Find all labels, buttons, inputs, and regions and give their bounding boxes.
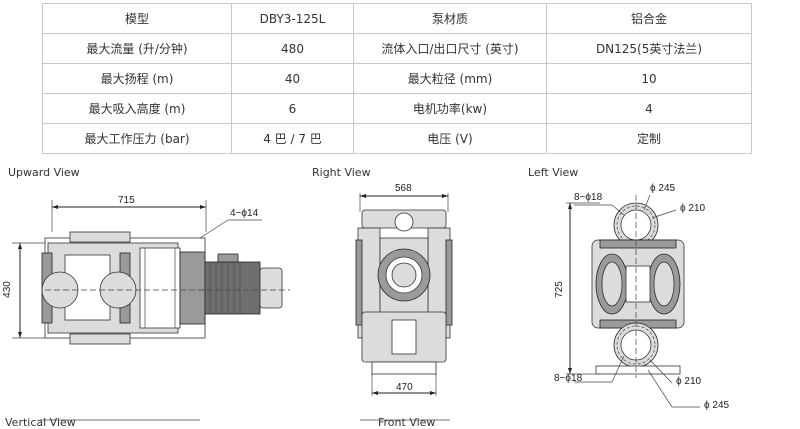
spec-cell: 最大吸入高度 (m) (42, 93, 232, 124)
spec-cell: 最大扬程 (m) (42, 63, 232, 94)
left-d210-top-dim: ϕ 210 (680, 203, 706, 214)
spec-cell: 10 (546, 63, 752, 94)
spec-row: 最大工作压力 (bar)4 巴 / 7 巴电压 (V)定制 (42, 123, 752, 154)
right-top-dim: 568 (395, 183, 412, 194)
spec-cell: DN125(5英寸法兰) (546, 33, 752, 64)
spec-cell: 4 (546, 93, 752, 124)
right-view-label: Right View (312, 166, 371, 179)
upward-height-dim: 430 (1, 281, 13, 298)
upward-holes-dim: 4−ϕ14 (230, 208, 259, 219)
spec-cell: 铝合金 (546, 3, 752, 34)
upward-view-drawing (12, 200, 290, 345)
spec-cell: 定制 (546, 123, 752, 154)
right-bottom-dim: 470 (396, 382, 413, 393)
left-view-label: Left View (528, 166, 579, 179)
spec-cell: 模型 (42, 3, 232, 34)
spec-cell: DBY3-125L (231, 3, 354, 34)
left-height-dim: 725 (553, 281, 565, 298)
spec-cell: 40 (231, 63, 354, 94)
upward-view-label: Upward View (8, 166, 80, 179)
right-view-drawing (355, 193, 453, 396)
left-holes-top-dim: 8−ϕ18 (574, 192, 603, 203)
spec-cell: 最大工作压力 (bar) (42, 123, 232, 154)
left-holes-bottom-dim: 8−ϕ18 (554, 373, 583, 384)
spec-cell: 4 巴 / 7 巴 (231, 123, 354, 154)
left-d245-bottom-dim: ϕ 245 (704, 400, 730, 411)
spec-cell: 电压 (V) (353, 123, 547, 154)
spec-cell: 最大粒径 (mm) (353, 63, 547, 94)
spec-cell: 流体入口/出口尺寸 (英寸) (353, 33, 547, 64)
left-d210-bottom-dim: ϕ 210 (676, 376, 702, 387)
upward-width-dim: 715 (118, 195, 135, 206)
left-d245-top-dim: ϕ 245 (650, 183, 676, 194)
spec-cell: 6 (231, 93, 354, 124)
left-view-drawing (566, 194, 700, 408)
